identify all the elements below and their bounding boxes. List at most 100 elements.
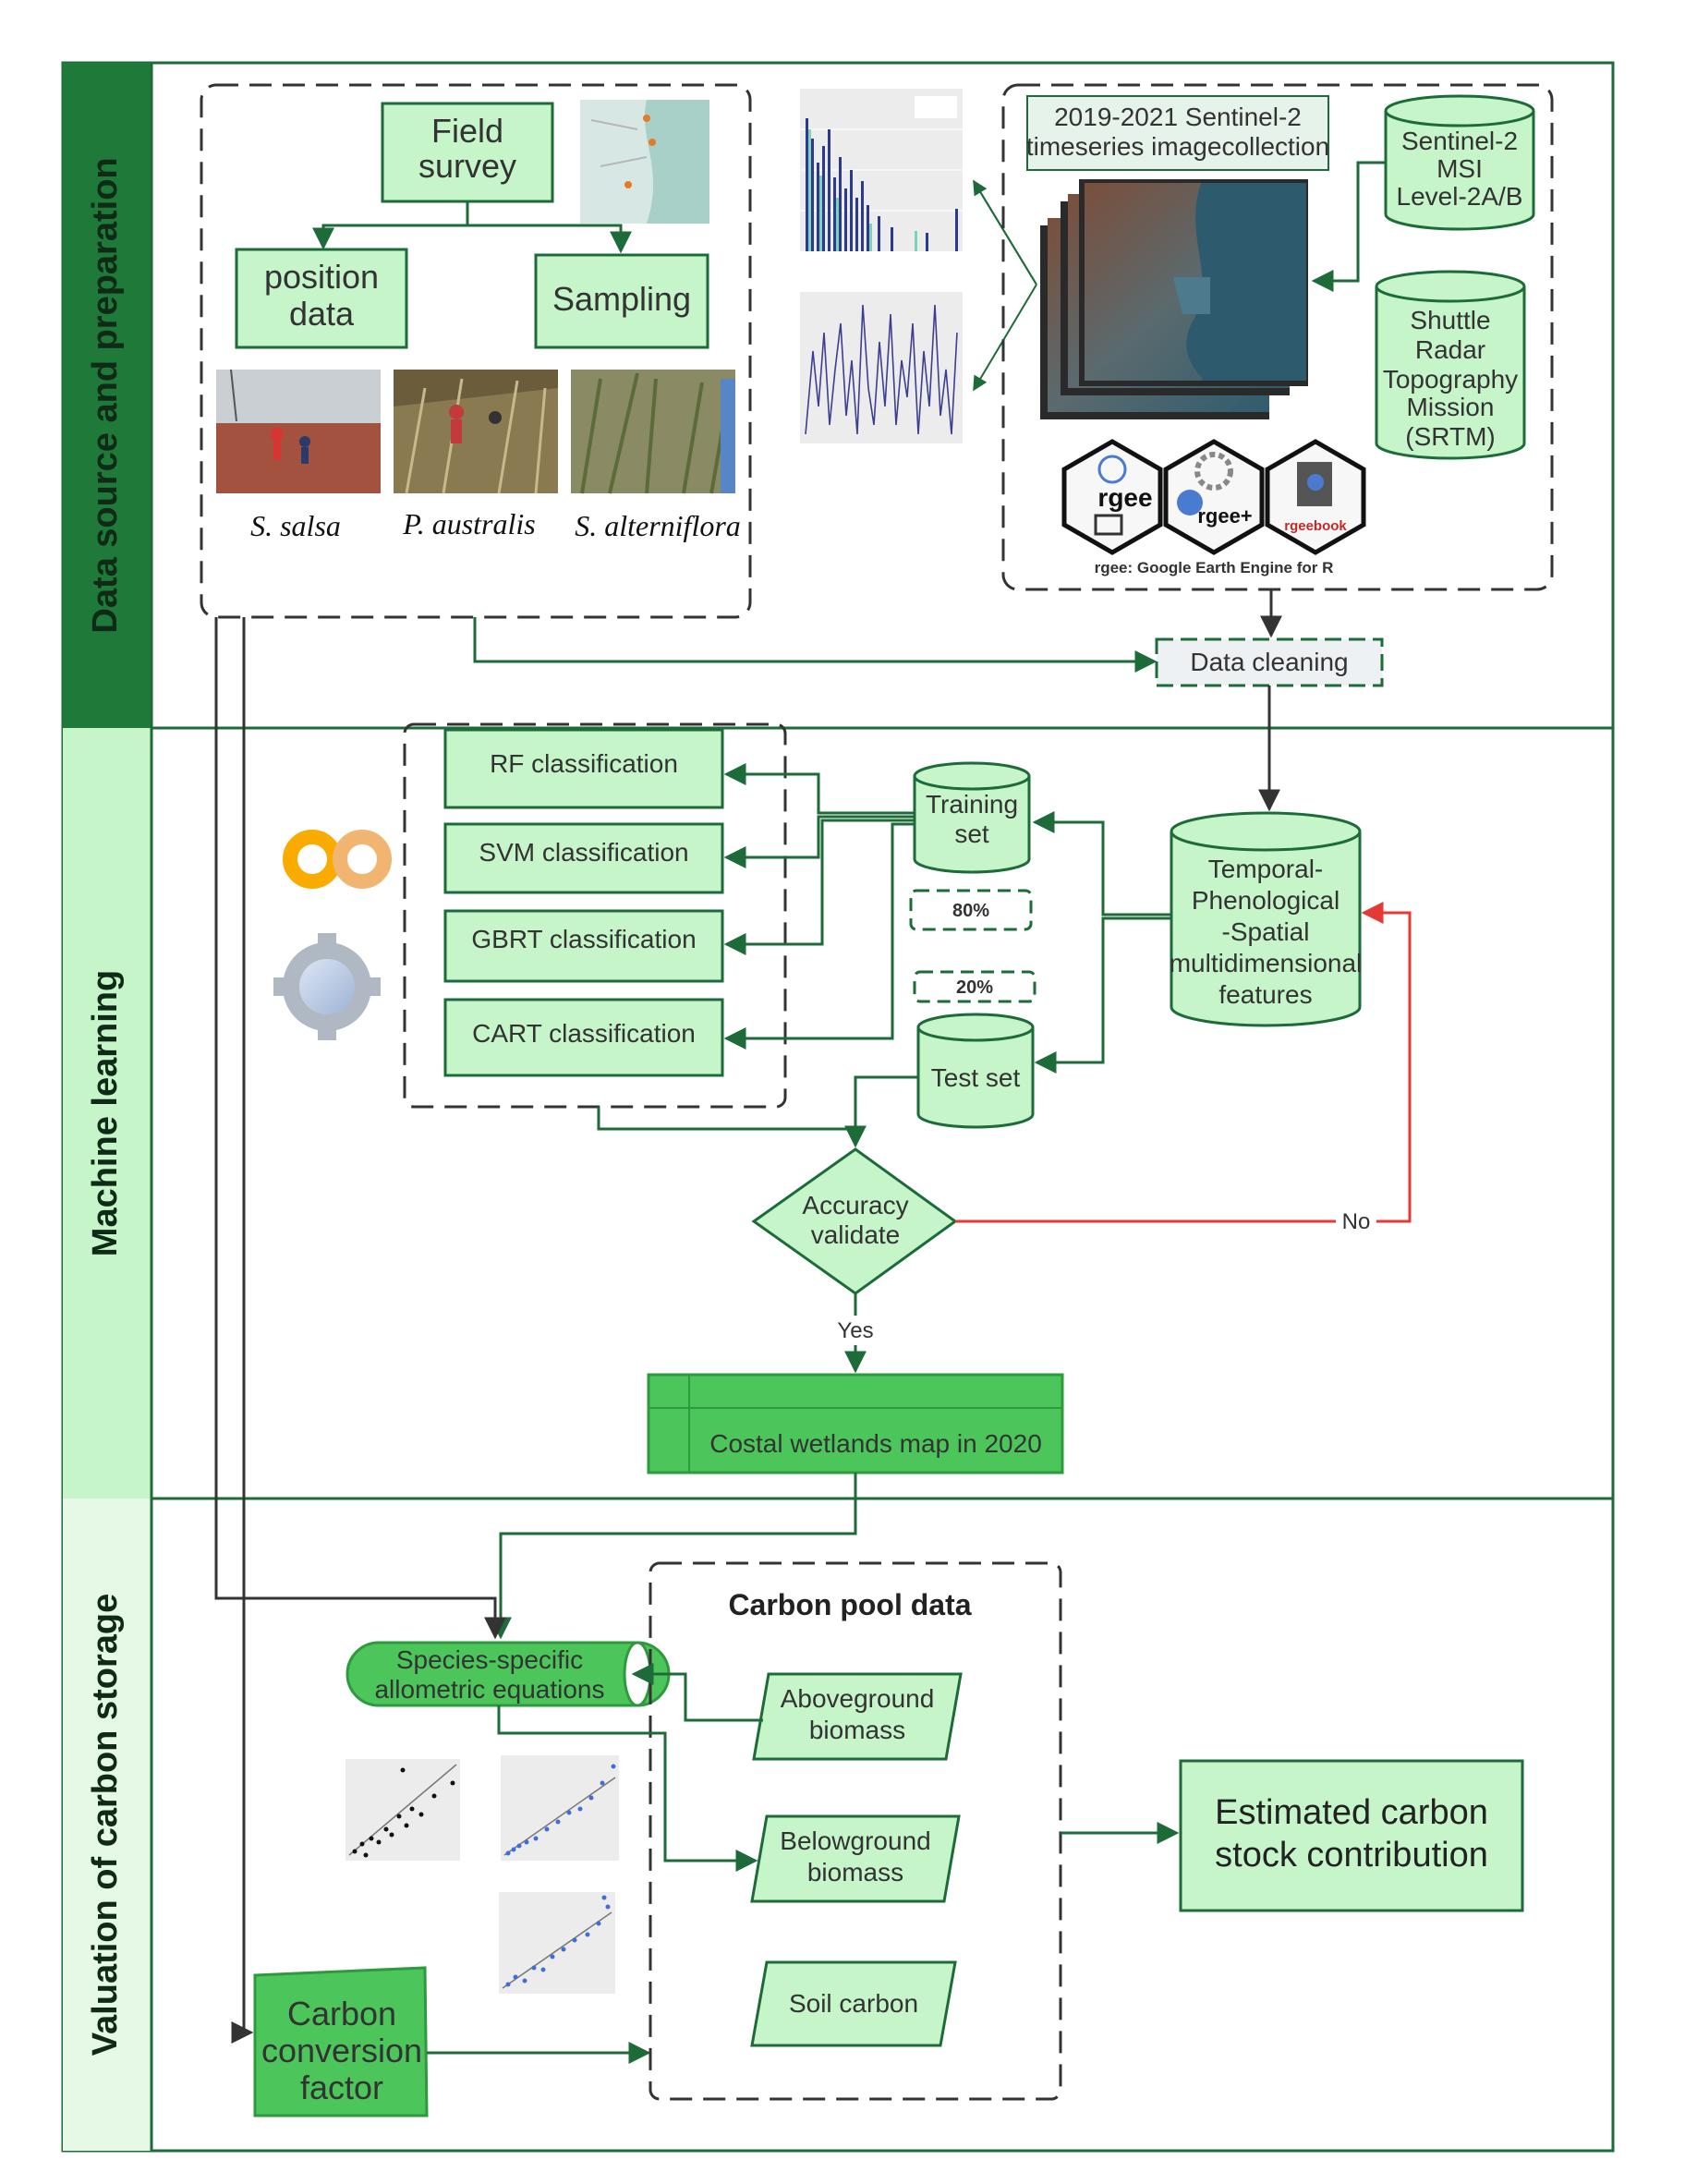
chart-link-arrows bbox=[974, 180, 1037, 390]
test-set-cylinder: Test set bbox=[916, 1013, 1035, 1129]
features-line5: features bbox=[1218, 980, 1312, 1009]
train-split-label: 80% bbox=[952, 901, 989, 921]
carbon-pool-title: Carbon pool data bbox=[728, 1588, 971, 1621]
regression-plot-2 bbox=[501, 1755, 619, 1861]
data-cleaning-label: Data cleaning bbox=[1190, 648, 1348, 676]
gbrt-label: GBRT classification bbox=[471, 925, 696, 953]
training-to-svm-arrow bbox=[723, 815, 915, 868]
rgeebook-badge: rgeebook bbox=[1265, 439, 1366, 555]
training-line1: Training bbox=[926, 790, 1018, 819]
aboveground-line2: biomass bbox=[809, 1716, 905, 1744]
field-map-thumbnail bbox=[580, 100, 709, 224]
srtm-cylinder: Shuttle Radar Topography Mission (SRTM) bbox=[1375, 270, 1526, 460]
field-to-factor-line bbox=[231, 617, 254, 2044]
colab-logo bbox=[283, 830, 392, 889]
classifier-group bbox=[403, 722, 787, 1109]
sentinel-group bbox=[1001, 83, 1554, 591]
photo-s-alterniflora bbox=[571, 370, 735, 494]
lane-header-data-source bbox=[63, 63, 152, 728]
belowground-line2: biomass bbox=[807, 1858, 903, 1887]
rgee-badge-label: rgee bbox=[1097, 483, 1152, 512]
lane-title-data-source: Data source and preparation bbox=[86, 157, 125, 633]
carbon-factor-box: Carbon conversion factor bbox=[253, 1966, 429, 2117]
no-feedback-arrow bbox=[955, 902, 1412, 1223]
features-to-test-arrow bbox=[1034, 916, 1171, 1074]
photo-s-salsa bbox=[216, 369, 381, 493]
position-data-line1: position bbox=[264, 258, 379, 296]
test-split-label: 20% bbox=[956, 977, 993, 998]
factor-line3: factor bbox=[300, 2069, 383, 2106]
yes-label: Yes bbox=[837, 1318, 873, 1343]
features-line4: multidimensional bbox=[1170, 949, 1363, 977]
msi-line1: Sentinel-2 bbox=[1401, 127, 1518, 155]
srtm-line1: Shuttle bbox=[1410, 306, 1490, 334]
carbon-pool-group bbox=[649, 1561, 1062, 2101]
training-set-cylinder: Training set bbox=[913, 761, 1031, 874]
equations-to-belowground-arrow bbox=[497, 1705, 758, 1872]
field-survey-box[interactable]: Field survey bbox=[381, 102, 554, 203]
cart-classification-box: CART classification bbox=[443, 998, 724, 1077]
wetlands-map-label: Costal wetlands map in 2020 bbox=[709, 1429, 1042, 1458]
species-label-australis: P. australis bbox=[402, 507, 535, 540]
allometric-equations-box: Species-specific allometric equations bbox=[345, 1641, 671, 1707]
belowground-biomass-box: Belowground biomass bbox=[750, 1814, 961, 1903]
swimlane-frame: Data source and preparation Machine lear… bbox=[61, 61, 1615, 2153]
test-to-accuracy-arrow bbox=[844, 1075, 918, 1148]
cart-label: CART classification bbox=[472, 1019, 696, 1048]
rgee-plus-badge-label: rgee+ bbox=[1197, 504, 1252, 528]
estimated-line2: stock contribution bbox=[1215, 1836, 1488, 1875]
lane-header-valuation bbox=[63, 1498, 152, 2151]
field-survey-line2: survey bbox=[418, 147, 516, 185]
species-label-salsa: S. salsa bbox=[250, 509, 341, 542]
srtm-line2: Radar bbox=[1415, 335, 1485, 364]
gbrt-classification-box: GBRT classification bbox=[443, 909, 724, 983]
equations-line2: allometric equations bbox=[374, 1675, 604, 1704]
classifiers-to-accuracy-line bbox=[597, 1107, 855, 1131]
regression-plot-3 bbox=[499, 1892, 615, 1994]
features-cylinder: Temporal- Phenological -Spatial multidim… bbox=[1170, 811, 1363, 1027]
earth-engine-gear-icon bbox=[273, 933, 381, 1040]
collection-line2: timeseries imagecollection bbox=[1026, 132, 1329, 161]
data-cleaning-box: Data cleaning bbox=[1155, 637, 1384, 687]
aboveground-to-equations-arrow bbox=[631, 1663, 763, 1722]
position-data-box[interactable]: position data bbox=[235, 248, 408, 349]
satellite-image-stack bbox=[1040, 179, 1308, 419]
rf-classification-box: RF classification bbox=[443, 728, 724, 809]
factor-line1: Carbon bbox=[287, 1995, 396, 2032]
msi-line2: MSI bbox=[1436, 154, 1483, 183]
accuracy-line2: validate bbox=[811, 1220, 901, 1249]
features-to-training-arrow bbox=[1032, 811, 1171, 916]
equations-line1: Species-specific bbox=[396, 1645, 583, 1674]
sampling-label: Sampling bbox=[552, 280, 691, 318]
training-line2: set bbox=[954, 819, 989, 848]
lane-title-valuation: Valuation of carbon storage bbox=[86, 1594, 125, 2056]
regression-plot-1 bbox=[345, 1759, 460, 1861]
test-split-badge: 20% bbox=[913, 970, 1036, 1003]
srtm-line3: Topography bbox=[1383, 365, 1518, 394]
sentinel-collection-box: 2019-2021 Sentinel-2 timeseries imagecol… bbox=[1026, 95, 1329, 171]
wetlands-map-box: Costal wetlands map in 2020 bbox=[647, 1373, 1064, 1474]
accuracy-validate-diamond: Accuracy validate bbox=[751, 1147, 958, 1295]
rf-label: RF classification bbox=[490, 749, 678, 778]
training-to-gbrt-arrow bbox=[723, 819, 915, 955]
lane-title-machine-learning: Machine learning bbox=[86, 970, 125, 1256]
position-data-line2: data bbox=[289, 295, 355, 333]
aboveground-line1: Aboveground bbox=[781, 1684, 935, 1713]
photo-p-australis bbox=[394, 370, 558, 494]
training-to-cart-arrow bbox=[723, 822, 915, 1050]
cloud-cover-histogram bbox=[800, 89, 963, 251]
aboveground-biomass-box: Aboveground biomass bbox=[752, 1672, 963, 1761]
soil-carbon-label: Soil carbon bbox=[789, 1989, 918, 2018]
sentinel-msi-cylinder: Sentinel-2 MSI Level-2A/B bbox=[1384, 94, 1535, 231]
collection-line1: 2019-2021 Sentinel-2 bbox=[1054, 103, 1302, 131]
sampling-box[interactable]: Sampling bbox=[534, 253, 709, 349]
training-to-rf-arrow bbox=[723, 763, 915, 815]
field-to-equations-line bbox=[214, 617, 506, 1640]
field-survey-line1: Field bbox=[431, 112, 503, 150]
srtm-line5: (SRTM) bbox=[1405, 422, 1495, 451]
species-label-alterniflora: S. alterniflora bbox=[575, 509, 741, 542]
msi-to-stack-arrow bbox=[1311, 161, 1386, 292]
estimated-carbon-box: Estimated carbon stock contribution bbox=[1179, 1759, 1524, 1912]
train-split-badge: 80% bbox=[909, 889, 1033, 931]
